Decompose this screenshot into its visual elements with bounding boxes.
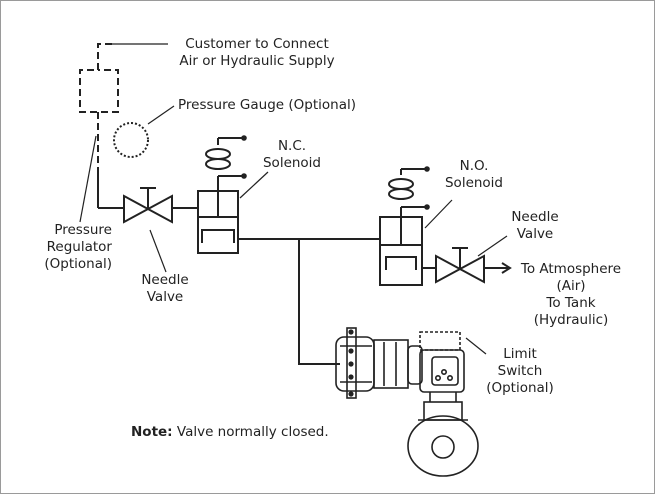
limit-line3: (Optional) [486, 380, 554, 396]
note-text: Valve normally closed. [172, 424, 329, 440]
limit-switch-label: Limit Switch (Optional) [480, 346, 560, 397]
leader-lines [79, 43, 508, 355]
actuator-bolts [348, 329, 354, 397]
regulator-line3: (Optional) [44, 256, 112, 272]
needle-valve-left-icon [123, 187, 173, 224]
nc-solenoid-icon [197, 137, 242, 254]
needle-valve-right-icon [435, 247, 485, 284]
pressure-regulator-label: Pressure Regulator (Optional) [8, 222, 112, 273]
pressure-gauge-icon [113, 122, 149, 158]
needle-left-line2: Valve [146, 289, 184, 305]
regulator-line2: Regulator [46, 239, 112, 255]
no-solenoid-line1: N.O. [459, 158, 489, 174]
actuator-icon [335, 327, 468, 421]
needle-right-line2: Valve [516, 226, 554, 242]
no-terminal-top [424, 166, 430, 172]
no-solenoid-line2: Solenoid [444, 175, 504, 191]
note-label: Note: [131, 424, 173, 440]
regulator-line1: Pressure [54, 222, 112, 238]
needle-right-line1: Needle [511, 209, 559, 225]
needle-valve-right-label: Needle Valve [500, 209, 570, 243]
customer-supply-label: Customer to Connect Air or Hydraulic Sup… [168, 36, 346, 70]
nc-solenoid-line2: Solenoid [262, 155, 322, 171]
nc-terminal-top [241, 135, 247, 141]
needle-valve-left-label: Needle Valve [130, 272, 200, 306]
needle-left-line1: Needle [141, 272, 189, 288]
pressure-gauge-label: Pressure Gauge (Optional) [178, 97, 357, 113]
valve-body-icon [407, 415, 479, 477]
nc-terminal-bottom [241, 173, 247, 179]
no-terminal-bottom [424, 204, 430, 210]
customer-supply-line1: Customer to Connect [185, 36, 329, 52]
atmosphere-line1: To Atmosphere [520, 261, 622, 277]
customer-supply-line2: Air or Hydraulic Supply [179, 53, 335, 69]
tank-line2: (Hydraulic) [533, 312, 609, 328]
limit-line2: Switch [497, 363, 543, 379]
nc-solenoid-label: N.C. Solenoid [250, 138, 334, 172]
nc-solenoid-line1: N.C. [277, 138, 307, 154]
supply-connection-dashed [79, 43, 119, 170]
atmosphere-line2: (Air) [556, 278, 586, 294]
line-to-actuator [298, 239, 340, 365]
tank-line1: To Tank [546, 295, 596, 311]
note: Note: Valve normally closed. [131, 424, 329, 441]
no-solenoid-label: N.O. Solenoid [433, 158, 515, 192]
exhaust-arrow-icon [501, 262, 512, 274]
limit-line1: Limit [503, 346, 537, 362]
exhaust-destination-label: To Atmosphere (Air) To Tank (Hydraulic) [512, 261, 630, 329]
no-solenoid-icon [379, 168, 425, 286]
